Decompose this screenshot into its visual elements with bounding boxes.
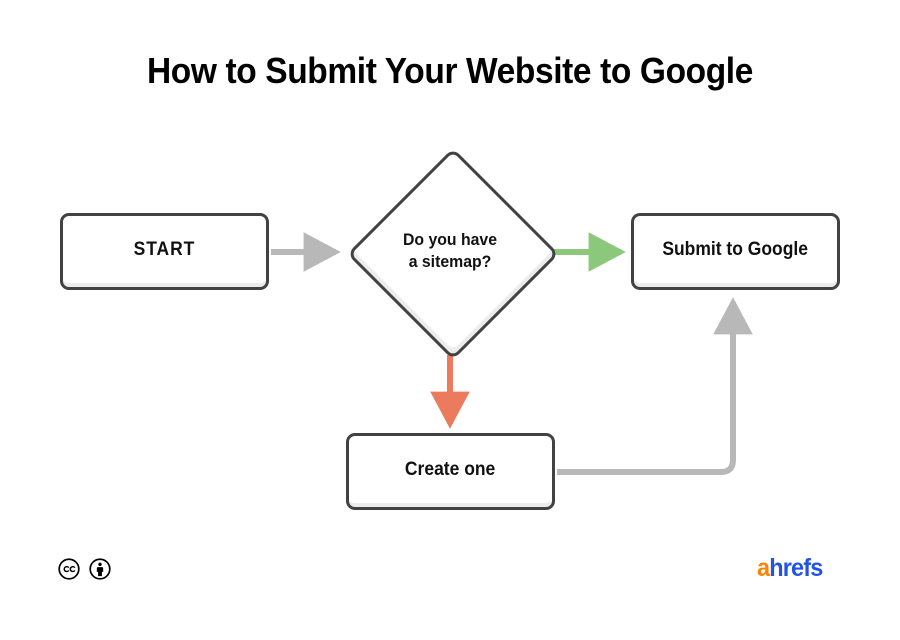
flow-node-submit[interactable]: Submit to Google <box>631 213 840 290</box>
ahrefs-logo-accent: a <box>757 554 770 582</box>
page-title: How to Submit Your Website to Google <box>146 50 753 91</box>
flow-node-create[interactable]: Create one <box>346 433 555 510</box>
creative-commons-by-icon <box>89 558 111 580</box>
creative-commons-icon <box>58 558 80 580</box>
ahrefs-logo: ahrefs <box>757 554 823 582</box>
flow-node-start-label: START <box>133 238 196 260</box>
flow-node-decision-label: Do you have a sitemap? <box>402 230 498 271</box>
flow-node-create-label: Create one <box>405 458 496 480</box>
flow-node-decision[interactable]: Do you have a sitemap? <box>346 147 560 361</box>
ahrefs-logo-text: hrefs <box>769 554 823 582</box>
license-badges <box>58 558 111 580</box>
edge-create-to-submit <box>557 297 753 475</box>
flow-node-start[interactable]: START <box>60 213 269 290</box>
flow-node-submit-label: Submit to Google <box>662 238 809 260</box>
